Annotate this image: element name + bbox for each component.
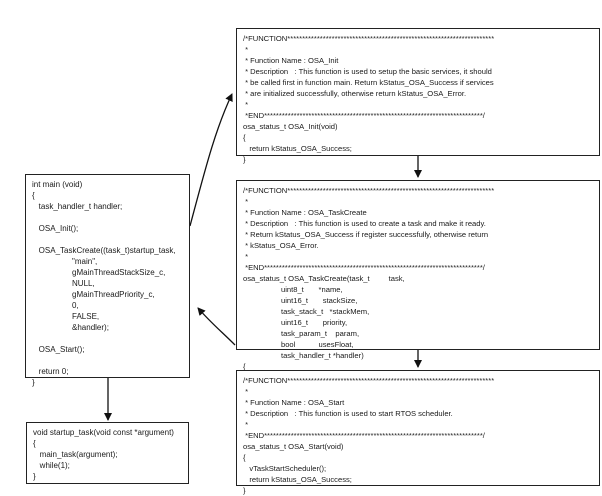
code-line bbox=[32, 355, 183, 366]
osa-taskcreate-box: /*FUNCTION******************************… bbox=[236, 180, 600, 371]
code-line: *END************************************… bbox=[243, 263, 485, 272]
code-line: vTaskStartScheduler(); bbox=[243, 464, 327, 473]
code-line: * Function Name : OSA_Init bbox=[243, 56, 339, 65]
main-function-box: int main (void) { task_handler_t handler;… bbox=[25, 174, 190, 387]
code-line: * Function Name : OSA_TaskCreate bbox=[243, 208, 367, 217]
code-line: osa_status_t OSA_Start(void) bbox=[243, 442, 344, 451]
code-line: return 0; bbox=[32, 367, 69, 376]
code-line: * bbox=[243, 100, 249, 109]
code-line: * bbox=[243, 387, 249, 396]
code-line: /*FUNCTION******************************… bbox=[243, 186, 495, 195]
code-line: * Description : This function is used to… bbox=[243, 67, 492, 76]
code-line: int main (void) bbox=[32, 180, 83, 189]
code-line: "main", bbox=[32, 257, 98, 266]
code-line: * bbox=[243, 420, 249, 429]
code-line: osa_status_t OSA_TaskCreate(task_t task, bbox=[243, 274, 405, 283]
code-line: { bbox=[32, 191, 35, 200]
code-line: } bbox=[243, 155, 246, 164]
code-line: } bbox=[33, 472, 36, 481]
code-line: /*FUNCTION******************************… bbox=[243, 34, 495, 43]
arrow-taskcreate-to-main bbox=[197, 307, 236, 346]
code-line: OSA_Init(); bbox=[32, 224, 79, 233]
code-line: * be called first in function main. Retu… bbox=[243, 78, 494, 87]
code-line: *END************************************… bbox=[243, 111, 485, 120]
code-line: * bbox=[243, 252, 249, 261]
code-line: gMainThreadPriority_c, bbox=[32, 290, 155, 299]
code-line: task_stack_t *stackMem, bbox=[243, 307, 370, 316]
code-line: { bbox=[243, 362, 246, 371]
code-line: * bbox=[243, 197, 249, 206]
code-line: * Description : This function is used to… bbox=[243, 409, 453, 418]
code-line: NULL, bbox=[32, 279, 95, 288]
code-line: * bbox=[243, 45, 249, 54]
code-line: uint8_t *name, bbox=[243, 285, 343, 294]
code-line: OSA_Start(); bbox=[32, 345, 85, 354]
code-line: 0, bbox=[32, 301, 79, 310]
code-line: task_handler_t *handler) bbox=[243, 351, 364, 360]
code-line: osa_status_t OSA_Init(void) bbox=[243, 122, 338, 131]
code-line: * are initialized successfully, otherwis… bbox=[243, 89, 467, 98]
code-line: * Description : This function is used to… bbox=[243, 219, 486, 228]
code-line: void startup_task(void const *argument) bbox=[33, 428, 174, 437]
code-line: *END************************************… bbox=[243, 431, 485, 440]
arrow-main-to-osa-init bbox=[189, 93, 233, 227]
code-line: gMainThreadStackSize_c, bbox=[32, 268, 166, 277]
code-line: * Function Name : OSA_Start bbox=[243, 398, 345, 407]
code-line: main_task(argument); bbox=[33, 450, 118, 459]
code-line: return kStatus_OSA_Success; bbox=[243, 475, 352, 484]
code-line bbox=[32, 212, 183, 223]
code-line: while(1); bbox=[33, 461, 70, 470]
code-line: OSA_TaskCreate((task_t)startup_task, bbox=[32, 246, 176, 255]
code-line: FALSE, bbox=[32, 312, 100, 321]
osa-init-box: /*FUNCTION******************************… bbox=[236, 28, 600, 164]
code-line bbox=[32, 234, 183, 245]
code-line: uint16_t stackSize, bbox=[243, 296, 358, 305]
code-line: { bbox=[33, 439, 36, 448]
code-line: return kStatus_OSA_Success; bbox=[243, 144, 352, 153]
code-line: task_handler_t handler; bbox=[32, 202, 123, 211]
code-line: task_param_t param, bbox=[243, 329, 360, 338]
code-line: /*FUNCTION******************************… bbox=[243, 376, 495, 385]
code-line: bool usesFloat, bbox=[243, 340, 354, 349]
code-line: * Return kStatus_OSA_Success if register… bbox=[243, 230, 489, 239]
code-line: } bbox=[243, 486, 246, 495]
code-line: } bbox=[32, 378, 35, 387]
code-line: { bbox=[243, 453, 246, 462]
code-line bbox=[32, 333, 183, 344]
code-line: * kStatus_OSA_Error. bbox=[243, 241, 319, 250]
code-line: uint16_t priority, bbox=[243, 318, 348, 327]
osa-start-box: /*FUNCTION******************************… bbox=[236, 370, 600, 495]
code-line: &handler); bbox=[32, 323, 109, 332]
startup-task-box: void startup_task(void const *argument) {… bbox=[26, 422, 189, 484]
code-line: { bbox=[243, 133, 246, 142]
